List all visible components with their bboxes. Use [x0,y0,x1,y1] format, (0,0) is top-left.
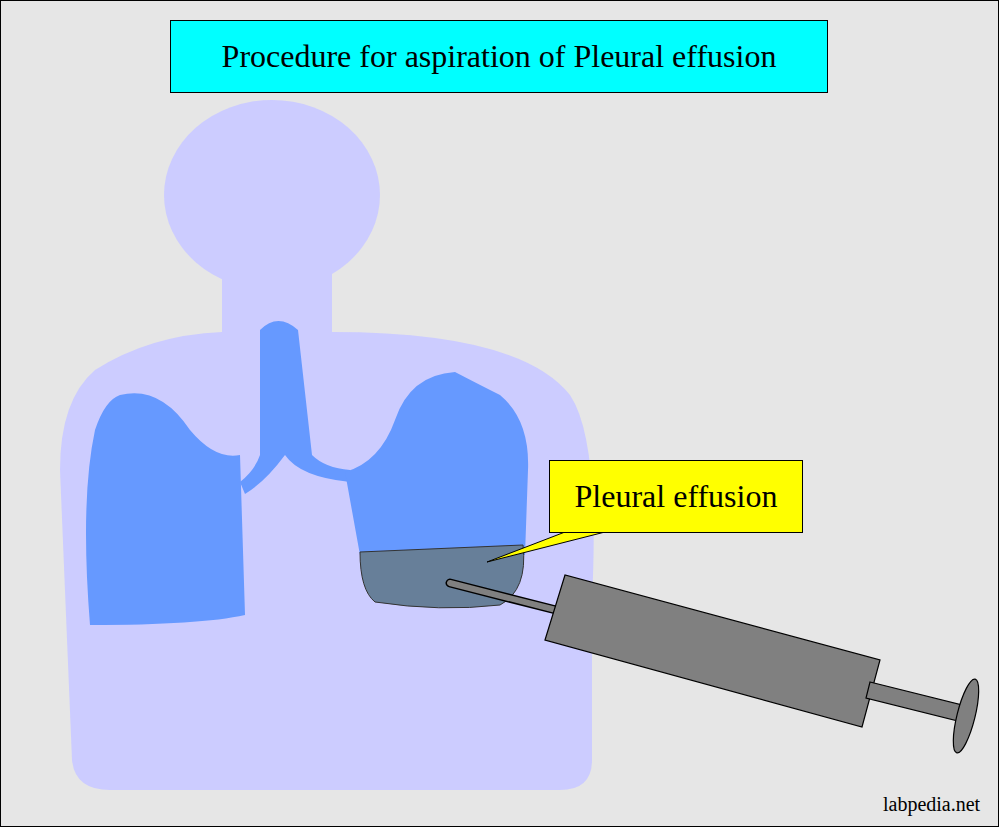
right-lung [345,372,528,555]
watermark: labpedia.net [883,793,980,816]
title-box-text: Procedure for aspiration of Pleural effu… [222,38,777,75]
trachea [240,321,350,494]
callout-box: Pleural effusion [549,460,803,533]
syringe [450,575,984,755]
left-lung [86,393,245,625]
body-silhouette [60,100,594,790]
callout-pointer [487,532,605,562]
title-box: Procedure for aspiration of Pleural effu… [170,20,828,93]
callout-box-text: Pleural effusion [575,478,778,515]
